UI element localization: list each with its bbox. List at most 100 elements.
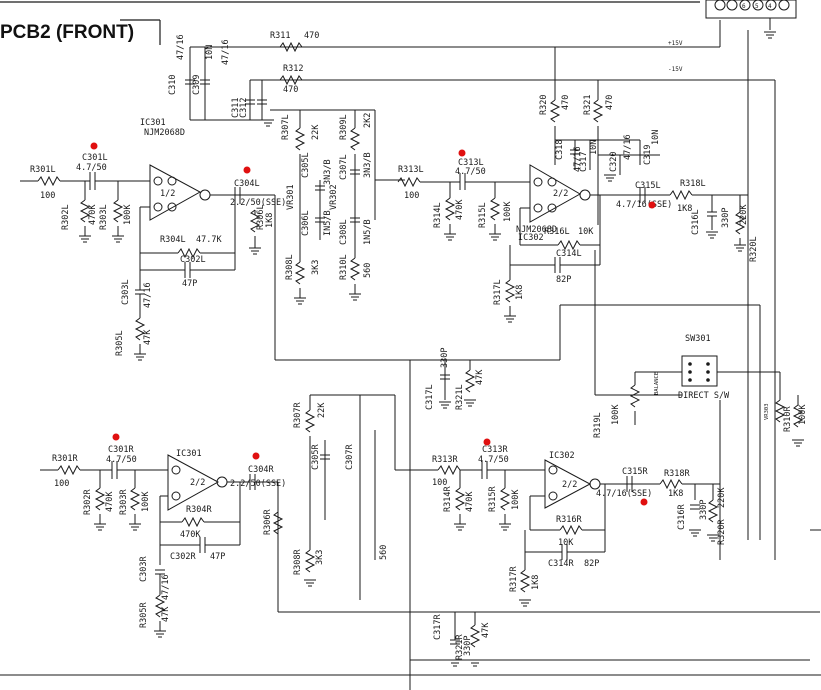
marker-c304l [243, 166, 251, 174]
marker-c304r [252, 452, 260, 460]
component-label: C307L [339, 154, 349, 180]
neg-rail-label: -15V [668, 66, 683, 73]
component-label: 4.7/50 [106, 455, 137, 465]
component-label: 560 [379, 545, 389, 560]
marker-c301l [90, 142, 98, 150]
component-label: 47K [481, 622, 491, 638]
component-label: 47P [182, 279, 197, 289]
component-label: C315L [635, 181, 661, 191]
component-label: 470 [561, 95, 571, 110]
component-label: 4.7/50 [76, 163, 107, 173]
component-label: C314R [548, 559, 574, 569]
component-label: 10N [651, 130, 661, 145]
component-label: 4.7/16(SSE) [616, 200, 672, 210]
component-label: 100 [432, 478, 447, 488]
component-label: R316R [556, 515, 582, 525]
component-label: 220K [717, 487, 727, 508]
component-label: R314R [443, 486, 453, 512]
component-label: IN5/B [323, 210, 333, 236]
component-label: C311 [231, 98, 241, 118]
component-label: 47P [210, 552, 225, 562]
component-label: 1K8 [677, 204, 692, 214]
component-label: IC301 [140, 118, 166, 128]
component-label: C302R [170, 552, 196, 562]
component-label: 470K [465, 491, 475, 512]
component-label: 47/16 [161, 574, 171, 600]
component-label: 100 [404, 191, 419, 201]
component-label: C304L [234, 179, 260, 189]
component-label: R313R [432, 455, 458, 465]
component-label: R320R [717, 519, 727, 545]
component-label: C302L [180, 255, 206, 265]
component-label: 1/2 [160, 189, 175, 199]
component-label: C304R [248, 465, 274, 475]
component-label: R318R [664, 469, 690, 479]
component-label: R310R [783, 406, 793, 432]
component-label: NJM2068D [516, 225, 557, 235]
component-label: 100K [503, 201, 513, 222]
component-label: R317R [509, 566, 519, 592]
component-label: 1K8 [515, 285, 525, 300]
component-label: R315R [488, 486, 498, 512]
component-label: R315L [478, 202, 488, 228]
component-label: C305R [311, 444, 321, 470]
component-label: 4.7/16(SSE) [596, 489, 652, 499]
component-label: 470 [605, 95, 615, 110]
component-label: 22K [317, 402, 327, 418]
component-label: C305L [301, 152, 311, 178]
marker-c313l [458, 149, 466, 157]
switch-label: DIRECT S/W [678, 391, 730, 401]
component-label: C316L [691, 209, 701, 235]
component-label: R310L [339, 254, 349, 280]
marker-c301r [112, 433, 120, 441]
component-label: R312 [283, 64, 303, 74]
component-label: 4.7/50 [478, 455, 509, 465]
component-label: R321 [583, 95, 593, 115]
component-label: 470 [304, 31, 319, 41]
component-label: C316R [677, 504, 687, 530]
component-label: C308L [339, 219, 349, 245]
component-label: C313L [458, 158, 484, 168]
component-label: 470K [455, 199, 465, 220]
component-label: C301L [82, 153, 108, 163]
component-label: 100 [54, 479, 69, 489]
component-label: R320 [539, 95, 549, 115]
component-label: 470 [283, 85, 298, 95]
component-label: IC302 [518, 233, 544, 243]
component-label: 470K [180, 530, 201, 540]
component-label: C309 [192, 75, 202, 95]
component-label: 22K [311, 124, 321, 140]
component-label: 2K2 [363, 113, 373, 128]
component-label: R303R [119, 489, 129, 515]
component-label: 82P [584, 559, 599, 569]
marker-c315r [640, 498, 648, 506]
component-label: C303R [139, 556, 149, 582]
component-label: R306L [256, 204, 266, 230]
component-label: R306R [263, 509, 273, 535]
component-label: 2.2/50(SSE) [230, 198, 286, 208]
component-label: 330P [463, 636, 473, 656]
component-label: R311 [270, 31, 290, 41]
component-label: R301R [52, 454, 78, 464]
component-label: 3K3 [311, 260, 321, 275]
component-label: 100K [123, 204, 133, 225]
component-label: R309L [339, 114, 349, 140]
component-label: C307R [345, 444, 355, 470]
component-label: 3N3/B [323, 159, 333, 185]
component-label: C313R [482, 445, 508, 455]
component-label: C317 [579, 152, 589, 172]
component-label: 330P [699, 500, 709, 520]
component-label: 2/2 [190, 478, 205, 488]
component-label: 1N5/B [363, 219, 373, 245]
component-label: IC302 [549, 451, 575, 461]
component-label: 2.2/50(SSE) [230, 479, 286, 489]
component-label: 82P [556, 275, 571, 285]
component-label: 47/16 [143, 282, 153, 308]
component-label: C318 [555, 140, 565, 160]
component-label: R307R [293, 402, 303, 428]
component-label: C319 [643, 145, 653, 165]
component-label: VR303 [764, 403, 770, 420]
component-label: 47K [161, 606, 171, 622]
component-label: R303L [99, 204, 109, 230]
component-label: 10N [589, 140, 599, 155]
